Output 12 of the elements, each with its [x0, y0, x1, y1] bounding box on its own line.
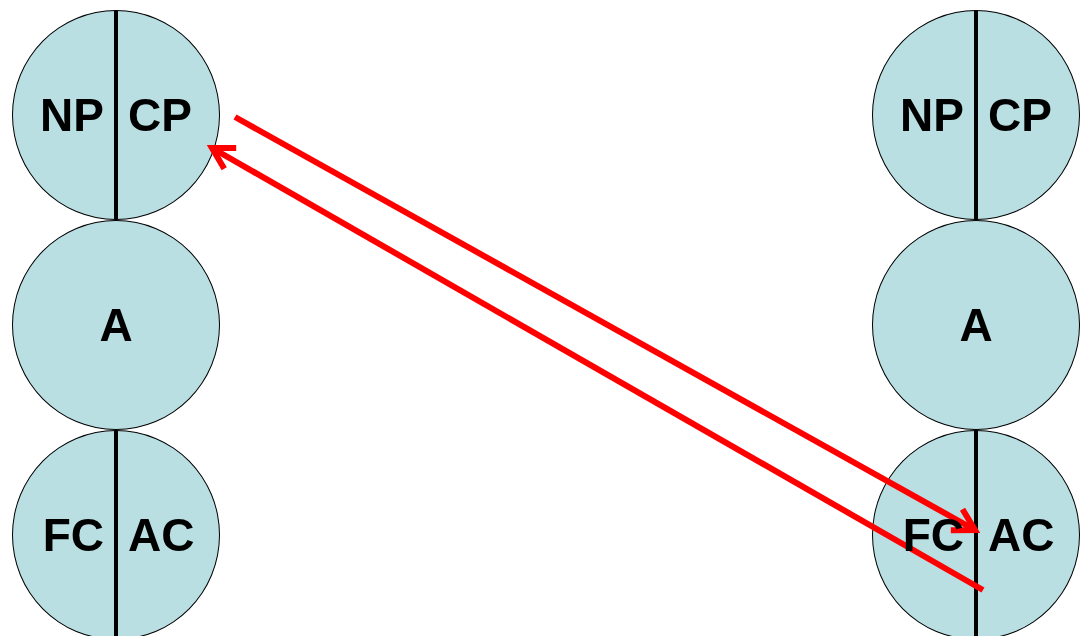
ego-state-label: FC — [42, 512, 104, 558]
ego-state-label: A — [959, 302, 993, 348]
ego-state-label: A — [99, 302, 133, 348]
ego-state-label: CP — [128, 92, 192, 138]
ego-state-label: FC — [902, 512, 964, 558]
ego-state-label: NP — [900, 92, 964, 138]
ego-state-label: AC — [988, 512, 1055, 558]
ego-state-label: CP — [988, 92, 1052, 138]
ego-state-label: NP — [40, 92, 104, 138]
arrow — [233, 114, 978, 534]
arrow — [209, 145, 985, 593]
ego-state-label: AC — [128, 512, 195, 558]
